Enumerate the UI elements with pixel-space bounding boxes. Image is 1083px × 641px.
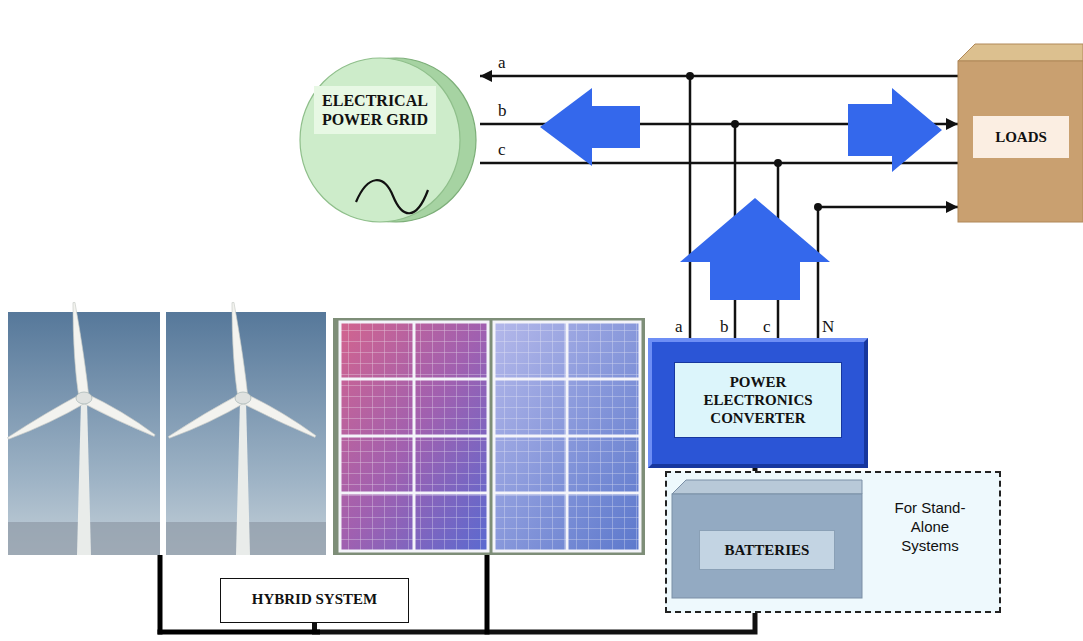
dc-wire	[158, 555, 163, 635]
converter-box: POWER ELECTRONICS CONVERTER	[648, 338, 868, 468]
label-anchor: a	[675, 318, 683, 335]
label-anchor: b	[498, 102, 507, 119]
box-front-face	[672, 494, 862, 598]
turbine-rotor	[166, 302, 317, 442]
label-anchor: N	[822, 318, 834, 335]
turbine-tower	[236, 400, 250, 555]
connector-wire	[480, 76, 690, 338]
flow-arrow	[848, 88, 942, 172]
loads-box: LOADS	[958, 44, 1083, 222]
solar-cells	[494, 322, 640, 551]
connector-wire	[818, 207, 958, 338]
sky	[8, 312, 160, 555]
dc-wiring	[158, 555, 488, 635]
junction-dots	[686, 72, 822, 211]
solar-cells	[340, 322, 488, 551]
flow-arrow	[540, 88, 640, 166]
turbine-blade	[227, 302, 247, 399]
node-label: LOADS	[973, 116, 1069, 158]
flow-arrow	[680, 198, 830, 300]
phase-label: c	[498, 141, 506, 158]
junction-dot	[731, 120, 739, 128]
sky	[166, 312, 326, 555]
node-label: For Stand-Alone Systems	[882, 499, 978, 555]
box-top-face	[958, 44, 1083, 61]
wind-turbine-photo	[166, 302, 326, 555]
dc-wire	[158, 630, 321, 635]
panel-frame	[494, 322, 640, 551]
battery-box: BATTERIES	[672, 480, 862, 598]
turbine-blade	[6, 394, 87, 444]
node-label: ELECTRICAL POWER GRID	[314, 86, 436, 134]
phase-label: b	[498, 102, 507, 119]
solar-panel	[340, 322, 488, 551]
turbine-blade	[241, 393, 318, 441]
cylinder-face	[300, 58, 460, 222]
junction-dot	[814, 203, 822, 211]
phase-label: b	[720, 318, 729, 335]
power-flow-arrows	[540, 88, 942, 300]
phase-wire	[480, 162, 958, 165]
phase-label: a	[498, 54, 506, 71]
turbine-hub	[76, 392, 92, 404]
panel-frame	[340, 322, 488, 551]
dc-wire	[485, 555, 490, 635]
turbine-hub	[235, 392, 251, 404]
label-anchor: b	[720, 318, 729, 335]
label-anchor: a	[498, 54, 506, 71]
ac-wiring	[480, 76, 958, 338]
solar-panel-photo	[333, 318, 645, 555]
label-anchor: c	[498, 141, 506, 158]
turbine-blade	[166, 394, 245, 443]
label-anchor: c	[763, 318, 771, 335]
phase-label: c	[763, 318, 771, 335]
phase-wire	[690, 75, 958, 78]
node-label: POWER ELECTRONICS CONVERTER	[674, 362, 842, 438]
wind-turbine-photo	[6, 302, 160, 555]
sine-symbol	[356, 180, 428, 213]
phase-label: a	[675, 318, 683, 335]
box-front-face	[958, 61, 1083, 222]
junction-dot	[774, 159, 782, 167]
junction-dot	[686, 72, 694, 80]
node-label: BATTERIES	[699, 530, 835, 570]
photo-background	[333, 318, 645, 555]
phase-label: N	[822, 318, 834, 335]
turbine-tower	[77, 400, 91, 555]
stand-alone-region: For Stand-Alone SystemsBATTERIES	[665, 471, 1001, 613]
box-top-face	[672, 480, 862, 494]
hybrid-system-box: HYBRID SYSTEM	[220, 578, 409, 623]
node-label: HYBRID SYSTEM	[221, 579, 408, 619]
grid-cylinder: ELECTRICAL POWER GRID	[298, 56, 480, 224]
turbine-blade	[68, 302, 88, 399]
turbine-blade	[82, 393, 158, 440]
turbine-rotor	[6, 302, 157, 443]
solar-panel	[494, 322, 640, 551]
grid-outline	[298, 56, 480, 224]
